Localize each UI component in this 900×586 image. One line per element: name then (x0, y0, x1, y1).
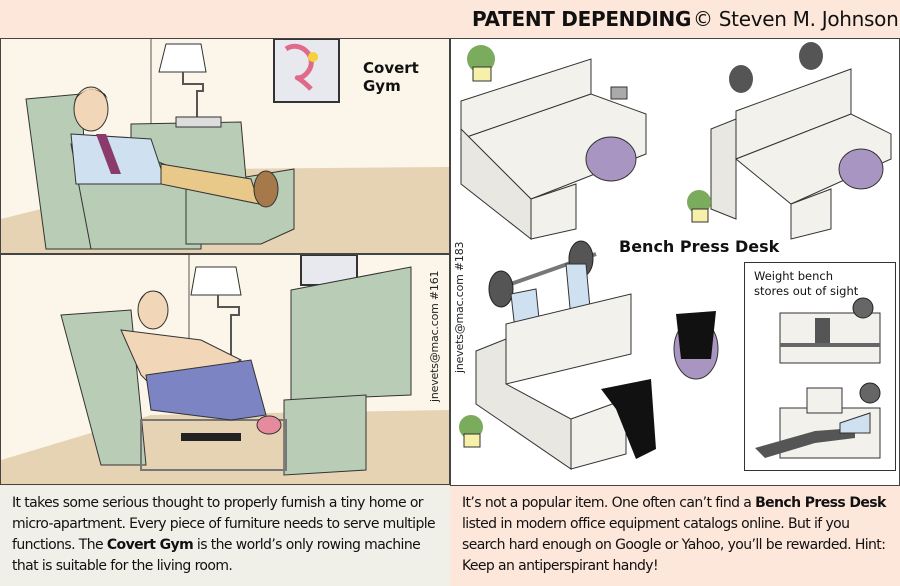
man-tie (96, 134, 121, 174)
jacket-on-chair (676, 311, 716, 359)
covert-gym-sitting-illustration (1, 39, 449, 253)
desk1-phone (610, 86, 628, 100)
inset-weight-bottom (859, 382, 881, 404)
covert-gym-rowing-illustration (1, 255, 449, 484)
caption-covert-gym: It takes some serious thought to properl… (0, 486, 450, 586)
caption-left-part2: is the world’s only rowing machine that … (12, 537, 421, 574)
desk2-chair (838, 148, 884, 190)
inset-illustration (755, 297, 881, 459)
bench-press-signature: jnevets@mac.com #183 (453, 241, 466, 373)
inset-monitor (806, 387, 843, 414)
desk2-weight-right (799, 42, 823, 70)
desk2-side (710, 118, 737, 220)
presser-legs (601, 379, 656, 459)
panel-covert-gym-rowing (0, 254, 450, 485)
inset-caption-line1: Weight bench (754, 269, 833, 283)
desk2-drawers (790, 188, 832, 240)
copyright-credit: © Steven M. Johnson (693, 7, 899, 31)
inset-stored-bench (815, 318, 830, 343)
caption-bench-press-desk: It’s not a popular item. One often can’t… (450, 486, 900, 586)
caption-right-bold: Bench Press Desk (755, 495, 886, 511)
chair-back-tilted (60, 309, 147, 466)
magazine (175, 116, 222, 128)
desk2-weight-left (729, 65, 753, 93)
inset-caption: Weight bench stores out of sight (754, 269, 858, 299)
plant-pot-1 (472, 66, 492, 82)
desk3-drawers (570, 398, 627, 470)
desk2-top (735, 113, 892, 205)
plant-2 (687, 190, 711, 214)
covert-gym-signature: jnevets@mac.com #161 (428, 270, 441, 402)
rower-head (137, 290, 169, 330)
man-shirt (70, 133, 167, 185)
lamp-shade (190, 266, 242, 296)
man-slippers (253, 170, 279, 208)
rowing-frame (140, 419, 287, 471)
ottoman-base (283, 394, 367, 476)
covert-gym-label-line1: Covert (363, 59, 419, 77)
comic-header: PATENT DEPENDING © Steven M. Johnson (450, 0, 900, 38)
plant-pot-2 (691, 208, 709, 223)
lamp-arm (217, 295, 240, 355)
desk1-drawers (530, 183, 577, 240)
rower-pants (145, 359, 267, 421)
carpet-floor (1, 410, 449, 484)
plant-3 (459, 415, 483, 439)
covert-gym-label: Covert Gym (363, 59, 419, 95)
caption-left-part1: It takes some serious thought to properl… (12, 495, 436, 553)
bench-press-desk-illustration (459, 42, 892, 470)
comic-title: PATENT DEPENDING (472, 7, 692, 31)
caption-right-part2: listed in modern office equipment catalo… (462, 516, 886, 574)
covert-gym-label-line2: Gym (363, 77, 401, 95)
lamp-shade (158, 43, 207, 73)
plant-1 (467, 45, 495, 73)
rower-shoes (256, 415, 282, 435)
barbell-weight-left (488, 270, 514, 308)
inset-bench-rail (780, 343, 880, 347)
caption-bench-press-text: It’s not a popular item. One often can’t… (462, 493, 894, 577)
man-head (73, 86, 109, 132)
man-hair (74, 89, 108, 101)
inset-person-torso (839, 412, 871, 434)
desk1-chair (585, 136, 637, 182)
wall-art-sun (308, 52, 318, 62)
rowing-rail (181, 433, 241, 441)
lamp-arm (182, 72, 204, 119)
caption-left-bold: Covert Gym (106, 537, 194, 553)
inset-weight-top (852, 297, 874, 319)
inset-person-legs (755, 428, 855, 458)
bench-press-desk-label: Bench Press Desk (619, 237, 780, 256)
inset-weight-bench: Weight bench stores out of sight (744, 262, 896, 471)
caption-right-part1: It’s not a popular item. One often can’t… (462, 495, 756, 511)
wall-art-frame (300, 255, 358, 286)
plant-pot-3 (463, 433, 481, 448)
caption-covert-gym-text: It takes some serious thought to properl… (12, 493, 444, 577)
chair-arm-raised (290, 266, 412, 401)
inset-caption-line2: stores out of sight (754, 284, 859, 298)
wall-art-swirl (284, 43, 314, 91)
panel-covert-gym-sitting: Covert Gym (0, 38, 450, 254)
header-left-area (0, 0, 450, 38)
panel-bench-press-desk: Bench Press Desk (450, 38, 900, 486)
